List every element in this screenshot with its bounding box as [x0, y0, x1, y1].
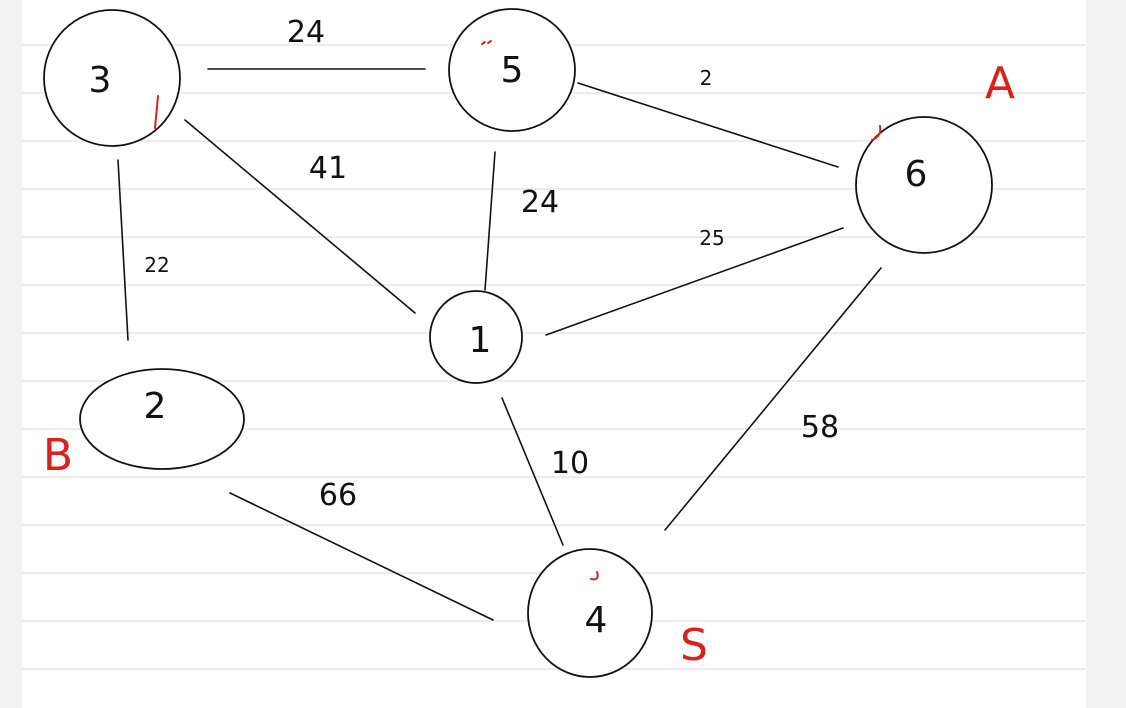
weight-3-1: 41 [309, 151, 347, 186]
node-2-circle [79, 368, 245, 470]
node-6-label: 6 [905, 154, 928, 195]
weight-3-5: 24 [287, 15, 325, 50]
node-1-circle [429, 290, 523, 384]
edge-1-6 [545, 227, 844, 336]
edge-3-2 [117, 159, 129, 341]
node-1-label: 1 [469, 320, 492, 361]
edge-5-6 [577, 82, 839, 168]
node-5-circle [448, 8, 576, 132]
weight-1-6: 25 [699, 226, 724, 250]
tick-node-5-icon [481, 40, 492, 45]
weight-1-4: 10 [551, 446, 589, 481]
node-4-circle [527, 548, 653, 678]
node-3-label: 3 [89, 60, 112, 101]
node-2-label: 2 [144, 386, 167, 427]
node-2: 2 [79, 368, 245, 470]
tick-node-4-icon [590, 571, 599, 581]
node-1: 1 [429, 290, 523, 384]
node-4-label: 4 [585, 600, 608, 641]
weight-5-1: 24 [521, 185, 559, 220]
annotation-s: S [680, 620, 708, 671]
node-6-circle [855, 116, 993, 254]
edge-weights: 24 2 41 24 25 22 58 10 66 [144, 15, 839, 513]
check-marks [154, 40, 882, 581]
nodes: 3 5 6 1 2 4 [43, 8, 993, 678]
tick-node-6-icon [871, 125, 882, 141]
weight-2-4: 66 [319, 478, 357, 513]
edges [117, 68, 882, 621]
edge-1-4 [501, 397, 564, 546]
node-5: 5 [448, 8, 576, 132]
tick-node-3-icon [154, 95, 159, 129]
weight-5-6: 2 [700, 66, 713, 90]
node-3: 3 [43, 9, 181, 147]
node-6: 6 [855, 116, 993, 254]
weight-6-4: 58 [801, 410, 839, 445]
node-5-label: 5 [501, 50, 524, 91]
edge-6-4 [664, 267, 882, 531]
annotation-b: B [43, 430, 73, 481]
node-3-circle [43, 9, 181, 147]
annotations: A B S [43, 58, 1015, 671]
weight-3-2: 22 [144, 253, 169, 277]
edge-3-1 [184, 119, 416, 314]
node-4: 4 [527, 548, 653, 678]
edge-2-4 [229, 492, 494, 621]
edge-5-1 [484, 151, 496, 291]
annotation-a: A [985, 58, 1015, 109]
